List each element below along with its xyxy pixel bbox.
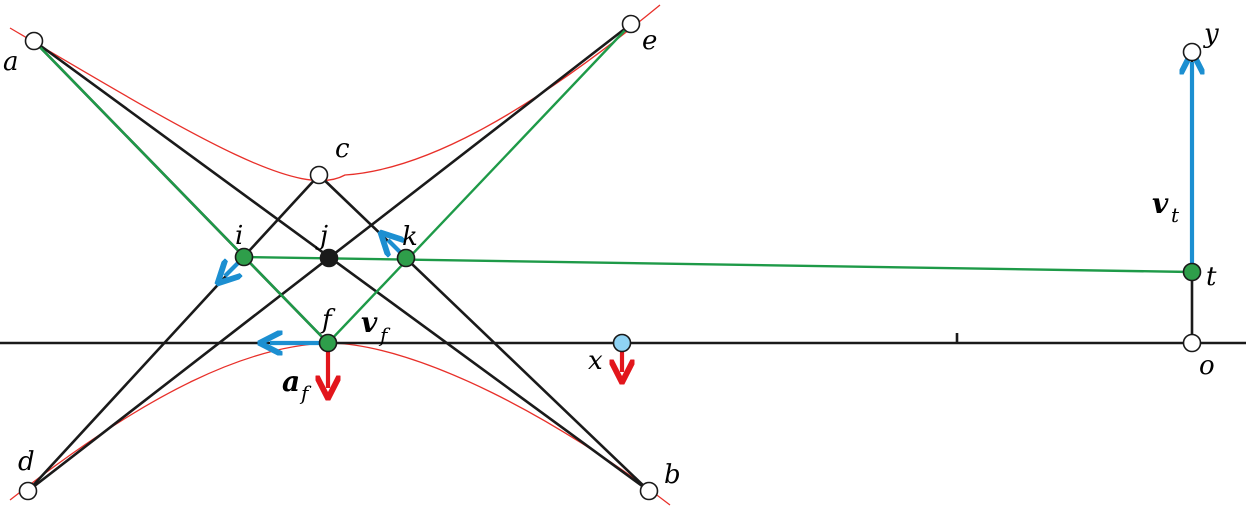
label-o: o <box>1199 351 1215 381</box>
green-line-i-t <box>243 255 1193 274</box>
label-a: a <box>3 47 19 77</box>
label-vector-a-f: a <box>282 365 300 398</box>
label-vector-a-f-sub: f <box>299 381 312 405</box>
point-c <box>309 165 329 185</box>
point-o <box>1182 333 1202 353</box>
point-x <box>612 333 632 353</box>
label-x: x <box>588 346 603 376</box>
point-k <box>396 248 416 268</box>
point-e <box>621 14 641 34</box>
line-a-b <box>33 39 650 493</box>
label-y: y <box>1203 19 1219 49</box>
line-c-d <box>27 174 320 492</box>
label-vector-v-f: v <box>361 306 378 339</box>
label-i: i <box>235 221 243 251</box>
point-i <box>234 247 254 267</box>
point-a <box>24 31 44 51</box>
point-f <box>318 333 338 353</box>
label-vector-v-t-sub: t <box>1171 203 1180 227</box>
label-c: c <box>335 134 350 164</box>
label-e: e <box>642 26 657 56</box>
line-c-b <box>318 174 650 492</box>
label-f: f <box>320 305 336 335</box>
label-b: b <box>664 460 681 490</box>
label-t: t <box>1206 262 1217 292</box>
point-t <box>1182 262 1202 282</box>
point-d <box>18 481 38 501</box>
point-y <box>1182 42 1202 62</box>
label-vector-v-t: v <box>1152 187 1169 220</box>
green-line-e-f <box>327 23 632 344</box>
label-k: k <box>402 222 418 252</box>
point-j <box>319 248 339 268</box>
label-d: d <box>18 447 35 477</box>
lower-curve <box>9 342 671 506</box>
green-line-a-f <box>33 40 329 344</box>
point-b <box>639 481 659 501</box>
